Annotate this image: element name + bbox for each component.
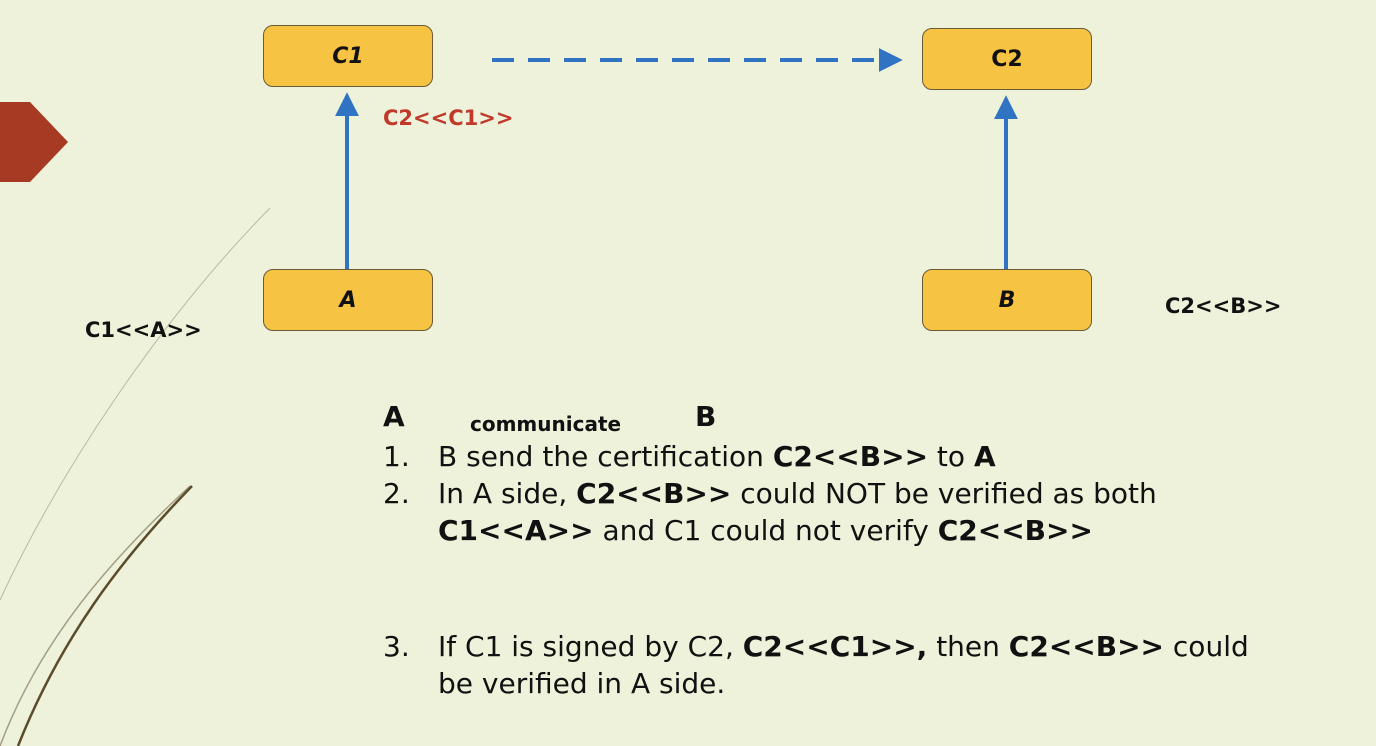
list-text: B send the certification C2<<B>> to A <box>438 438 996 475</box>
plain-text: B send the certification <box>438 440 773 473</box>
slide-accent-tab <box>0 102 68 182</box>
list-number: 1. <box>383 440 410 473</box>
heading-communicate: communicate <box>470 412 622 436</box>
emphasis-text: C2<<B>> <box>1008 630 1165 663</box>
emphasis-text: C2<<B>> <box>937 514 1093 547</box>
emphasis-text: C1<<A>> <box>438 514 594 547</box>
list-text: In A side, C2<<B>> could NOT be verified… <box>438 475 1283 549</box>
node-b: B <box>922 269 1092 331</box>
heading-a: A <box>383 400 405 433</box>
plain-text: In A side, <box>438 477 577 510</box>
label-c2-c1: C2<<C1>> <box>383 106 514 130</box>
decorative-curve-thin <box>0 207 271 601</box>
emphasis-text: C2<<C1>>, <box>742 630 928 663</box>
list-number: 3. <box>383 630 410 663</box>
list-item-2: 2. In A side, C2<<B>> could NOT be verif… <box>383 475 1283 549</box>
node-c2: C2 <box>922 28 1092 90</box>
emphasis-text: A <box>973 440 996 473</box>
plain-text: and C1 could not verify <box>593 514 938 547</box>
list-number: 2. <box>383 477 410 510</box>
node-a: A <box>263 269 433 331</box>
heading-b: B <box>695 400 717 433</box>
decorative-curve-dark <box>16 485 193 746</box>
label-c2-b: C2<<B>> <box>1165 294 1282 318</box>
decorative-curve-faint <box>0 485 191 746</box>
list-item-3: 3. If C1 is signed by C2, C2<<C1>>, then… <box>383 628 1283 702</box>
communication-heading: A communicate B <box>383 398 1283 438</box>
list-text: If C1 is signed by C2, C2<<C1>>, then C2… <box>438 628 1283 702</box>
emphasis-text: C2<<B>> <box>576 477 732 510</box>
plain-text: could NOT be verified as both <box>731 477 1157 510</box>
plain-text: to <box>928 440 974 473</box>
plain-text: then <box>927 630 1009 663</box>
plain-text: could be verified in A side. <box>438 630 1249 700</box>
list-item-1: 1. B send the certification C2<<B>> to A <box>383 438 1283 475</box>
plain-text: If C1 is signed by C2, <box>438 630 743 663</box>
explanation-text: A communicate B 1. B send the certificat… <box>383 398 1283 702</box>
label-c1-a: C1<<A>> <box>85 318 202 342</box>
emphasis-text: C2<<B>> <box>772 440 929 473</box>
node-c1: C1 <box>263 25 433 87</box>
